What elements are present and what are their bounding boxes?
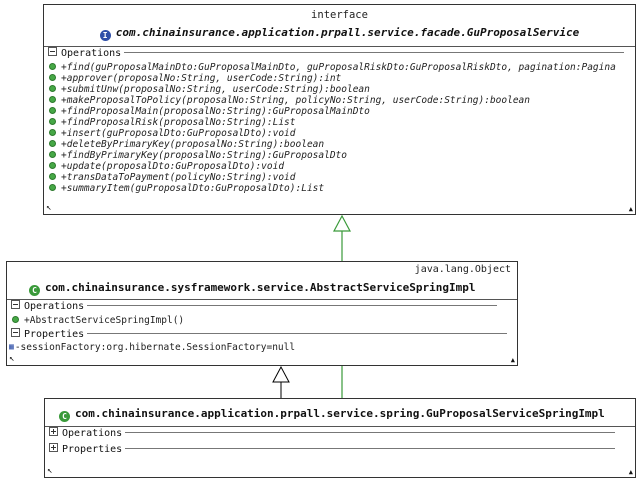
private-field-icon: ▦ [9,342,14,351]
operation-item[interactable]: +AbstractServiceSpringImpl() [12,316,184,326]
title-divider [7,299,517,300]
collapse-triangle-icon[interactable]: ▲ [628,205,633,213]
public-operation-icon [49,74,56,81]
collapse-toggle-icon[interactable] [48,47,57,56]
section-rule [87,305,498,306]
operations-section-header[interactable]: Operations [48,47,633,59]
abstract-class-title-text: com.chinainsurance.sysframework.service.… [45,281,476,294]
public-operation-icon [49,173,56,180]
resize-arrow-icon[interactable]: ↖ [9,354,15,364]
public-operation-icon [49,63,56,70]
operations-section-header[interactable]: Operations [49,427,633,439]
operations-label: Operations [61,48,122,59]
properties-section-header[interactable]: Properties [49,443,633,455]
collapse-triangle-icon[interactable]: ▲ [510,356,515,364]
superclass-label: java.lang.Object [414,264,511,275]
section-rule [124,52,625,53]
section-rule [125,448,616,449]
property-item[interactable]: ▦-sessionFactory:org.hibernate.SessionFa… [9,342,296,353]
public-operation-icon [49,118,56,125]
expand-toggle-icon[interactable] [49,427,58,436]
public-operation-icon [49,140,56,147]
operation-item[interactable]: +update(proposalDto:GuProposalDto):void [49,162,284,172]
public-operation-icon [49,151,56,158]
public-operation-icon [49,107,56,114]
operations-label: Operations [62,428,123,439]
operation-item[interactable]: +deleteByPrimaryKey(proposalNo:String):b… [49,140,324,150]
public-operation-icon [12,316,19,323]
operation-item[interactable]: +findProposalMain(proposalNo:String):GuP… [49,107,370,117]
realization-arrowhead [333,214,351,232]
operation-item[interactable]: +summaryItem(guProposalDto:GuProposalDto… [49,184,324,194]
impl-class-title-text: com.chinainsurance.application.prpall.se… [75,407,605,420]
operation-item[interactable]: +findProposalRisk(proposalNo:String):Lis… [49,118,296,128]
public-operation-icon [49,85,56,92]
title-divider [45,426,635,427]
operation-item[interactable]: +approver(proposalNo:String, userCode:St… [49,74,341,84]
class-icon: C [29,285,40,296]
expand-toggle-icon[interactable] [49,443,58,452]
public-operation-icon [49,162,56,169]
properties-label: Properties [62,444,123,455]
operation-item[interactable]: +transDataToPayment(policyNo:String):voi… [49,173,296,183]
public-operation-icon [49,184,56,191]
public-operation-icon [49,129,56,136]
interface-title-text: com.chinainsurance.application.prpall.se… [115,26,580,39]
properties-section-header[interactable]: Properties [11,328,515,340]
operations-label: Operations [24,301,85,312]
section-rule [87,333,508,334]
interface-icon: I [99,30,111,41]
operation-item[interactable]: +find(guProposalMainDto:GuProposalMainDt… [49,63,616,73]
public-operation-icon [49,96,56,103]
operations-section-header[interactable]: Operations [11,300,515,312]
class-icon: C [59,411,70,422]
operation-item[interactable]: +submitUnw(proposalNo:String, userCode:S… [49,85,370,95]
properties-label: Properties [24,329,85,340]
operation-item[interactable]: +makeProposalToPolicy(proposalNo:String,… [49,96,530,106]
operation-item[interactable]: +findByPrimaryKey(proposalNo:String):GuP… [49,151,347,161]
title-divider [44,46,635,47]
generalization-arrowhead [272,365,290,383]
collapse-toggle-icon[interactable] [11,328,20,337]
operation-item[interactable]: +insert(guProposalDto:GuProposalDto):voi… [49,129,296,139]
resize-arrow-icon[interactable]: ↖ [46,203,52,213]
collapse-toggle-icon[interactable] [11,300,20,309]
resize-arrow-icon[interactable]: ↖ [47,466,53,476]
stereotype-label: interface [311,9,368,21]
section-rule [125,432,616,433]
collapse-triangle-icon[interactable]: ▲ [628,468,633,476]
